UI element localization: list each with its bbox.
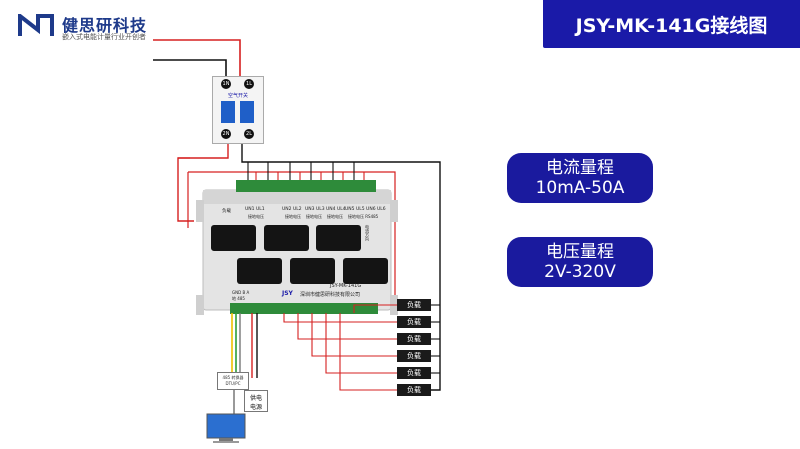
module-top-label: UN1 UL1	[245, 207, 265, 212]
rs485-converter: 485 转换器 DTU/PC	[217, 372, 249, 390]
breaker-terminal: 2N	[221, 129, 231, 139]
brand-name: 健思研科技	[62, 16, 148, 35]
converter-line1: 485 转换器	[222, 375, 244, 380]
module-top-label: UN4 UL4	[326, 207, 346, 212]
module-top-sublabel: 接地电压	[248, 214, 264, 219]
module-model: JSY-MK-141G	[330, 283, 362, 289]
breaker-terminal: 2L	[244, 129, 254, 139]
module-top-label: UN3 UL3	[305, 207, 325, 212]
current-range-label: 电流量程	[546, 158, 614, 178]
load-box: 负载	[397, 350, 431, 362]
converter-line2: DTU/PC	[225, 381, 241, 386]
module-top-label: 负载	[222, 209, 231, 214]
current-direction-label: 电流方向	[365, 225, 370, 241]
module-top-sublabel: 接地电压 RS485	[348, 214, 379, 219]
load-box: 负载	[397, 316, 431, 328]
load-box: 负载	[397, 299, 431, 311]
breaker-handle	[221, 101, 235, 123]
power-line1: 供电	[249, 395, 262, 402]
module-bottom-label: 地 485	[232, 296, 245, 301]
module-top-label: UN2 UL2	[282, 207, 302, 212]
page-title: JSY-MK-141G接线图	[543, 0, 800, 48]
module-company: 深圳市健思研科技有限公司	[300, 292, 361, 298]
computer-monitor-icon	[207, 414, 245, 438]
brand-tagline: 嵌入式电能计量行业开创者	[62, 33, 146, 41]
voltage-range-label: 电压量程	[546, 242, 614, 262]
brand-logo-icon: JSY	[282, 290, 293, 297]
breaker-handle	[240, 101, 254, 123]
breaker-terminal: 1N	[221, 79, 231, 89]
current-range-card: 电流量程 10mA-50A	[507, 153, 653, 203]
voltage-range-card: 电压量程 2V-320V	[507, 237, 653, 287]
current-range-value: 10mA-50A	[535, 178, 625, 198]
load-box: 负载	[397, 333, 431, 345]
power-line2: 电源	[249, 404, 262, 411]
load-box: 负载	[397, 384, 431, 396]
load-box: 负载	[397, 367, 431, 379]
module-top-label: UN5 UL5 UN6 UL6	[345, 207, 386, 212]
module-top-sublabel: 接地电压	[306, 214, 322, 219]
logo-mark-icon	[18, 14, 54, 38]
power-supply: 供电 电源	[244, 390, 268, 412]
voltage-range-value: 2V-320V	[544, 262, 616, 282]
breaker-terminal: 1L	[244, 79, 254, 89]
module-top-sublabel: 接地电压	[285, 214, 301, 219]
module-top-sublabel: 接地电压	[327, 214, 343, 219]
breaker-label: 空气开关	[227, 93, 248, 99]
module-bottom-label: GND B A	[232, 290, 250, 295]
air-breaker: 1N 1L 空气开关 2N 2L	[212, 76, 264, 144]
